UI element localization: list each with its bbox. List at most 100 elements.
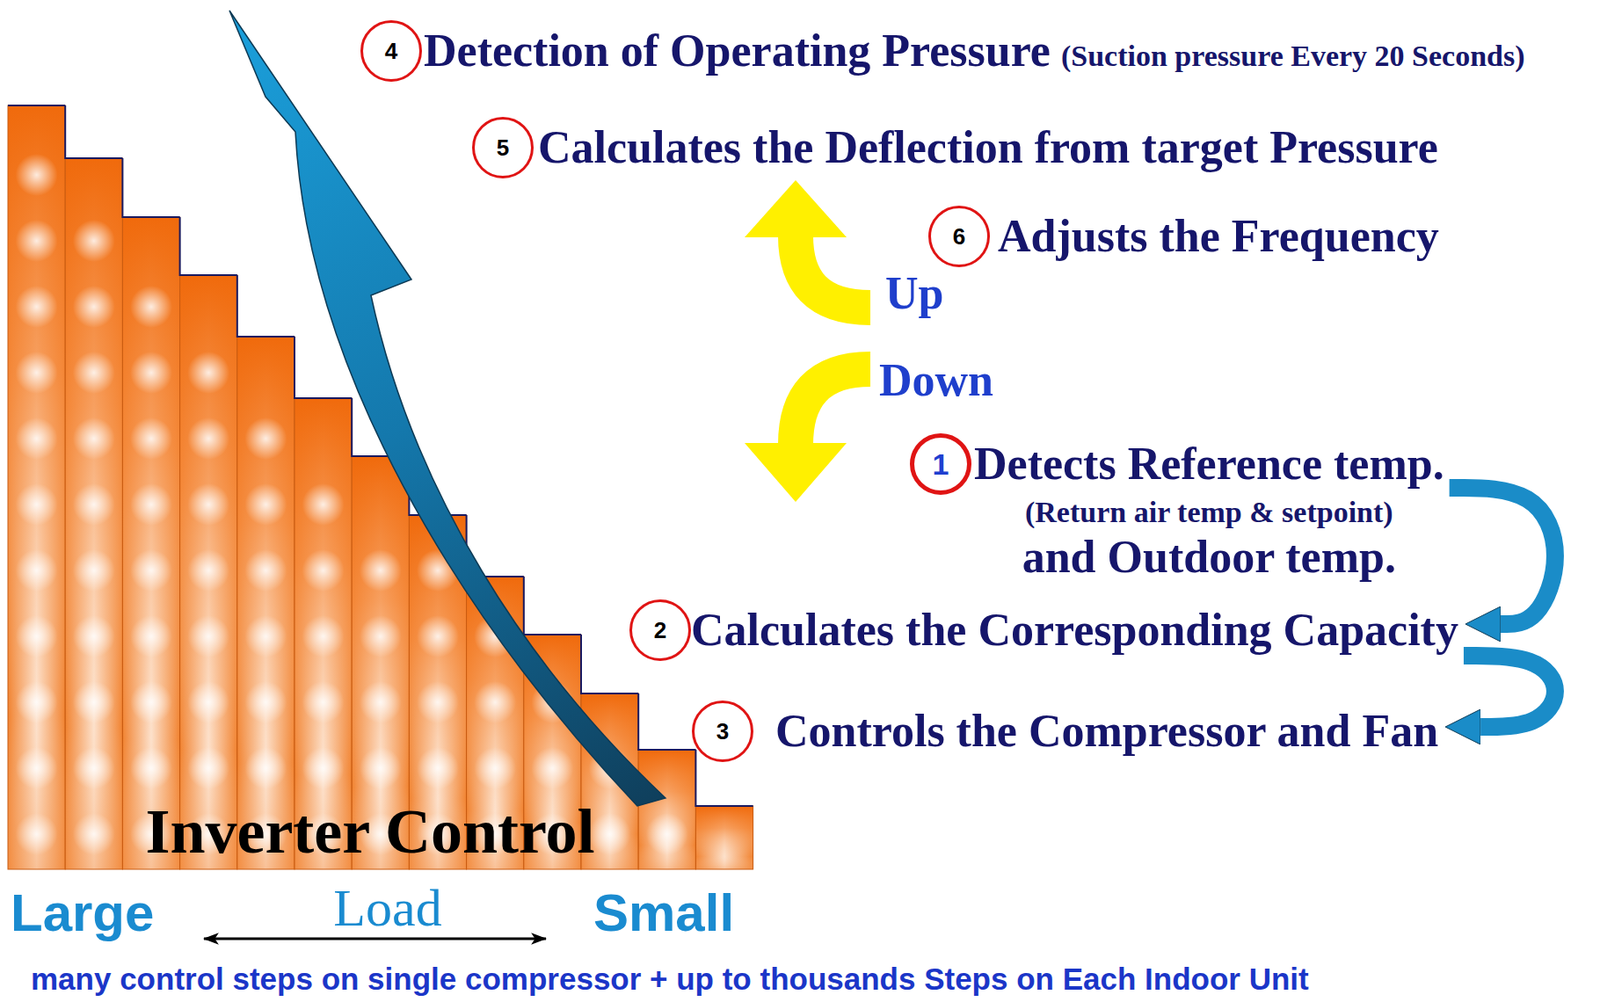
callout-number: 3 xyxy=(691,700,754,763)
callout-number: 4 xyxy=(360,20,422,82)
bar-glow xyxy=(72,417,116,460)
step-node: 6Adjusts the Frequency xyxy=(928,205,1440,268)
step-heading: Adjusts the Frequency xyxy=(997,205,1440,268)
bar-glow xyxy=(244,681,287,724)
step-note: and Outdoor temp. xyxy=(1022,530,1397,585)
bar-glow xyxy=(187,747,230,790)
bar-glow xyxy=(15,549,59,592)
bar-glow xyxy=(302,747,345,790)
step-edge xyxy=(65,105,123,159)
bar-glow xyxy=(646,813,689,856)
step-heading: Detects Reference temp. xyxy=(974,433,1445,495)
flow-arrow xyxy=(1463,655,1556,728)
direction-label: Down xyxy=(879,354,994,408)
step-text: Adjusts the Frequency xyxy=(997,205,1440,268)
step-bars xyxy=(7,105,754,870)
bar-glow xyxy=(15,285,59,328)
step-heading: Controls the Compressor and Fan xyxy=(775,700,1439,763)
bar-glow xyxy=(187,681,230,724)
bar-glow xyxy=(359,615,402,658)
bar-glow xyxy=(72,615,116,658)
step-heading: Calculates the Corresponding Capacity xyxy=(690,599,1459,662)
direction-label: Up xyxy=(885,267,944,320)
bar-glow xyxy=(15,615,59,658)
bar-glow xyxy=(15,483,59,526)
step-text: Calculates the Deflection from target Pr… xyxy=(538,116,1439,179)
bar-glow xyxy=(15,351,59,394)
bar-glow xyxy=(416,681,459,724)
step-node: 5Calculates the Deflection from target P… xyxy=(472,116,1439,179)
step-bar-shade xyxy=(638,749,696,870)
callout-number: 6 xyxy=(928,205,990,268)
bar-glow xyxy=(302,483,345,526)
bar-glow xyxy=(359,549,402,592)
step-bar xyxy=(65,158,123,870)
step-text: Calculates the Corresponding Capacity xyxy=(690,599,1459,662)
bar-glow xyxy=(244,483,287,526)
bar-glow xyxy=(187,549,230,592)
step-edge xyxy=(638,693,696,750)
axis-end-label: Small xyxy=(593,884,735,943)
bar-glow xyxy=(72,549,116,592)
step-bar-shade xyxy=(237,336,295,870)
bar-glow xyxy=(130,285,173,328)
step-bar-shade xyxy=(7,105,66,870)
step-bar-shade xyxy=(122,217,180,870)
bar-glow xyxy=(72,681,116,724)
step-bar-shade xyxy=(695,806,753,870)
bar-glow xyxy=(15,681,59,724)
step-heading: Calculates the Deflection from target Pr… xyxy=(538,116,1439,179)
bar-glow xyxy=(187,615,230,658)
bar-glow xyxy=(302,549,345,592)
bar-glow xyxy=(130,483,173,526)
bar-glow xyxy=(416,747,459,790)
step-bar xyxy=(180,275,238,870)
bar-glow xyxy=(72,813,116,856)
bar-glow xyxy=(72,351,116,394)
yellow-down-arrow xyxy=(744,369,871,502)
step-node: 1Detects Reference temp.(Return air temp… xyxy=(909,433,1445,585)
bar-glow xyxy=(244,417,287,460)
bar-glow xyxy=(530,747,574,790)
bar-glow xyxy=(130,681,173,724)
bar-glow xyxy=(130,615,173,658)
step-edge xyxy=(581,634,639,694)
step-edge xyxy=(7,104,66,107)
bar-glow xyxy=(72,747,116,790)
yellow-up-arrow xyxy=(744,180,871,308)
step-bar xyxy=(638,749,696,870)
step-text: Detection of Operating Pressure(Suction … xyxy=(423,20,1526,88)
bar-glow xyxy=(130,747,173,790)
chart-title: Inverter Control xyxy=(145,796,595,867)
axis-label: Load xyxy=(333,879,442,938)
bar-glow xyxy=(244,549,287,592)
step-node: 2Calculates the Corresponding Capacity xyxy=(629,599,1459,662)
callout-number: 5 xyxy=(472,116,534,179)
bar-glow xyxy=(473,681,517,724)
flow-arrow xyxy=(1449,487,1556,625)
step-bar xyxy=(7,105,66,870)
bar-glow xyxy=(72,483,116,526)
bar-glow xyxy=(244,615,287,658)
axis-end-label: Large xyxy=(10,884,154,943)
step-bar xyxy=(122,217,180,870)
bar-glow xyxy=(187,351,230,394)
bar-glow xyxy=(130,351,173,394)
step-edge xyxy=(237,275,295,337)
bar-glow xyxy=(72,285,116,328)
step-bar xyxy=(695,806,753,870)
bar-glow xyxy=(244,747,287,790)
footnote: many control steps on single compressor … xyxy=(30,961,1310,997)
bar-glow xyxy=(359,747,402,790)
step-note: (Suction pressure Every 20 Seconds) xyxy=(1061,25,1526,88)
load-double-arrow xyxy=(203,938,546,941)
bar-glow xyxy=(130,417,173,460)
bar-glow xyxy=(473,747,517,790)
step-bar-shade xyxy=(65,158,123,870)
bar-glow xyxy=(15,153,59,197)
bar-glow xyxy=(130,549,173,592)
callout-number: 1 xyxy=(909,433,972,495)
bar-glow xyxy=(187,483,230,526)
step-heading: Detection of Operating Pressure xyxy=(423,20,1051,82)
